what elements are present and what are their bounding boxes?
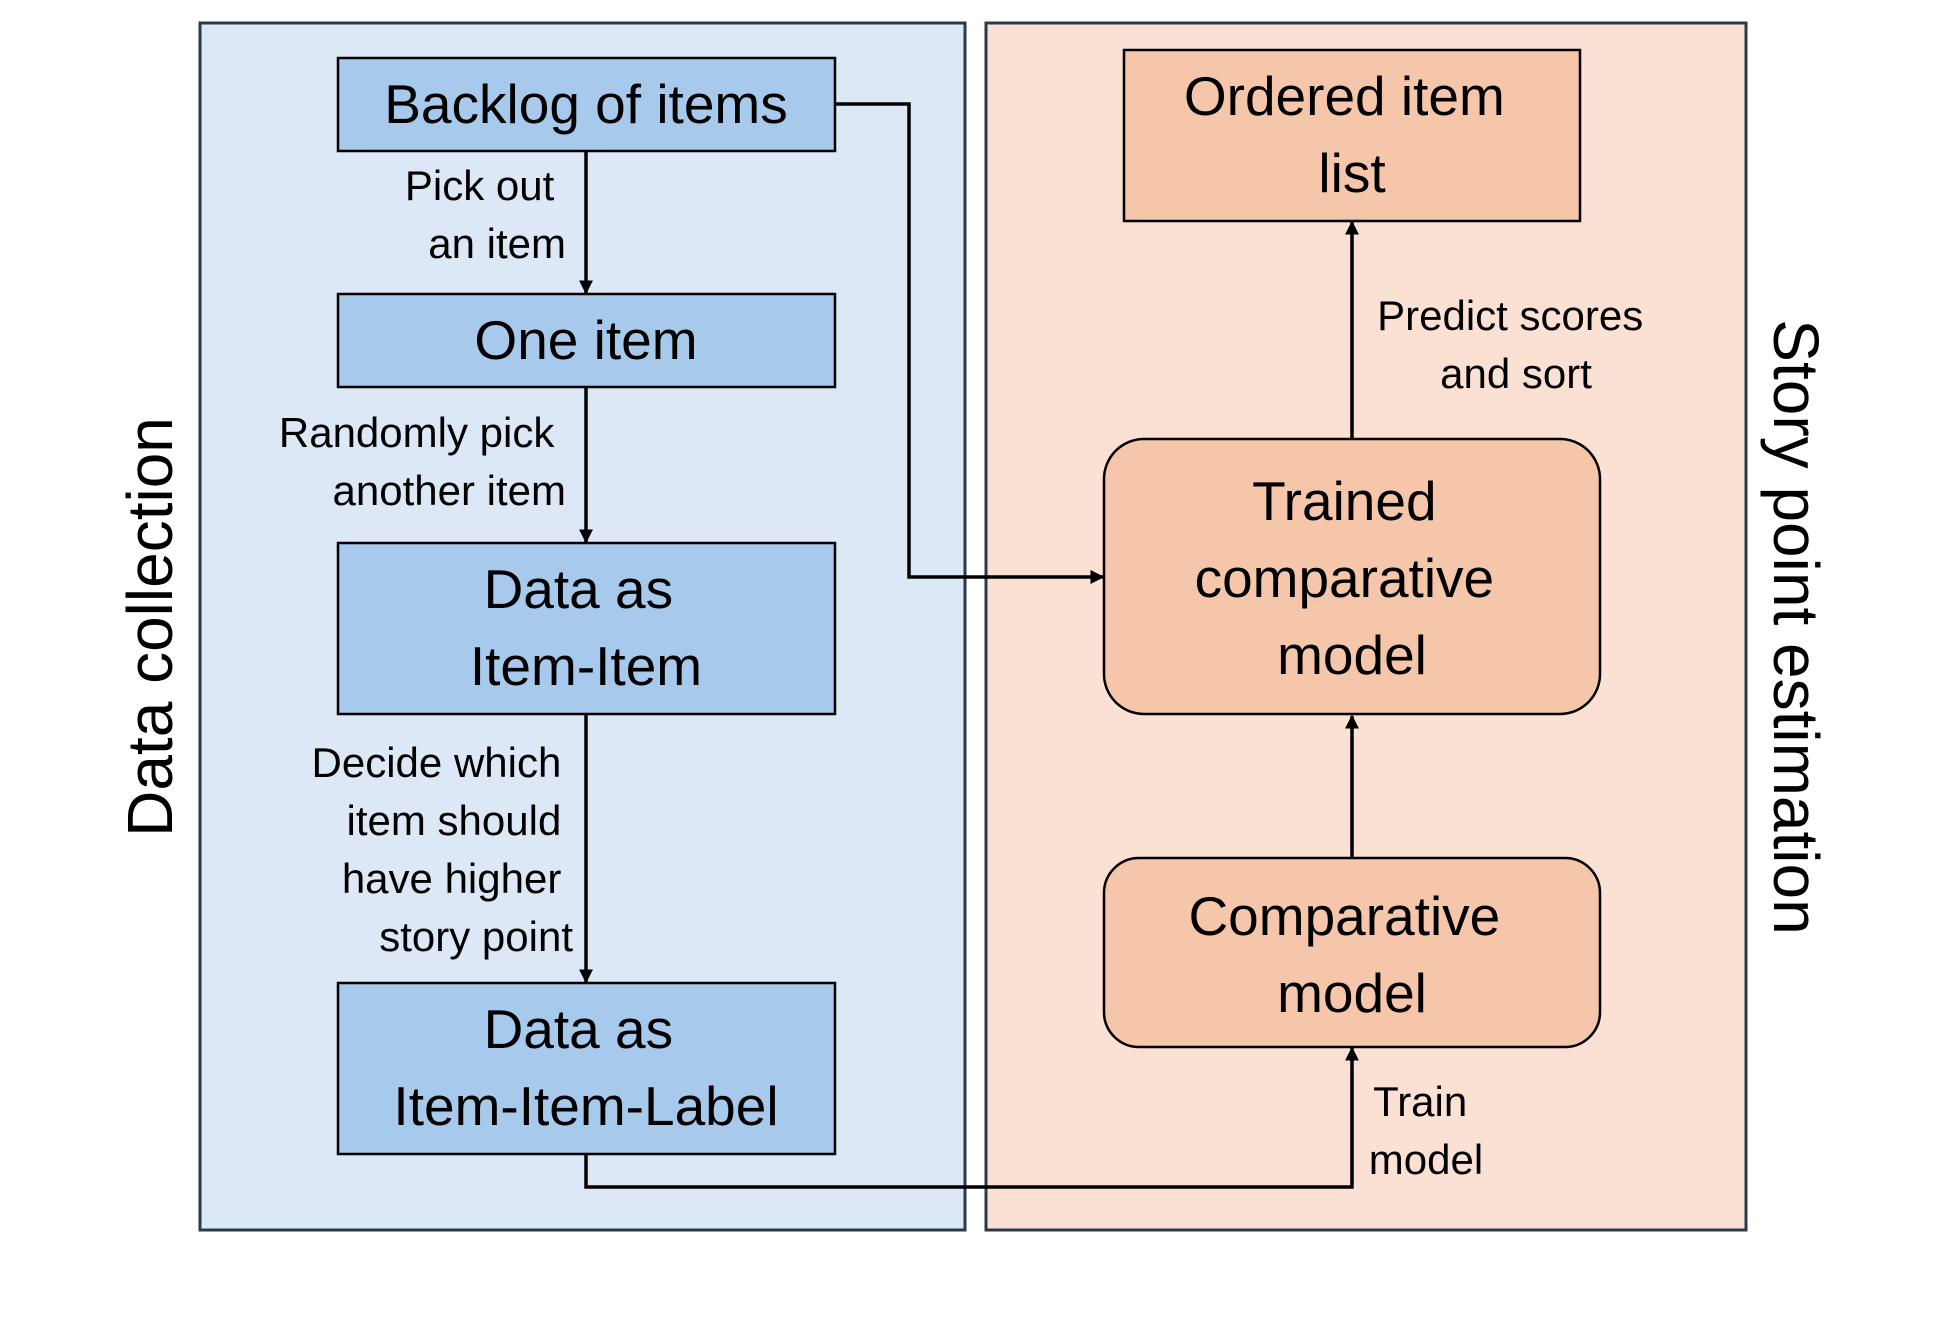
edge-label-line: Predict scores [1377,292,1643,339]
comparative-model-line: model [1277,962,1427,1024]
comparative-model-node-label: Comparative model [1188,885,1515,1024]
edge-label-line: another item [333,467,566,514]
item-item-line: Item-Item [470,635,702,697]
trained-model-line: comparative [1195,547,1495,609]
edge-label-line: story point [379,913,573,960]
one-item-node [336,292,837,389]
item-item-label-node-label: Data as Item-Item-Label [393,998,778,1137]
ordered-list-node [1122,48,1582,223]
edge-label-line: an item [428,220,566,267]
item-item-label-line: Data as [484,998,674,1060]
edge-label-train: Train model [1369,1078,1483,1183]
edge-label-line: item should [347,797,562,844]
edge-label-line: and sort [1440,350,1592,397]
edge-label-line: Pick out [405,162,555,209]
edge-backlog-to-trained-model [835,102,1105,584]
trained-model-line: model [1277,624,1427,686]
trained-model-line: Trained [1252,470,1436,532]
trained-model-node-label: Trained comparative model [1195,470,1510,686]
item-item-label-node [336,981,837,1156]
item-item-label-line: Item-Item-Label [393,1075,778,1137]
item-item-line: Data as [484,558,674,620]
edge-label-line: Randomly pick [279,409,555,456]
edge-label-decide: Decide which item should have higher sto… [312,739,574,960]
item-item-node [336,541,837,716]
backlog-node-label: Backlog of items [384,73,788,135]
edge-label-pick-out: Pick out an item [405,162,566,267]
comparative-model-line: Comparative [1188,885,1500,947]
edge-label-to-comparative-model [584,1046,1359,1189]
ordered-list-line: list [1318,142,1385,204]
data-collection-label: Data collection [114,417,186,837]
ordered-list-line: Ordered item [1184,65,1505,127]
edge-label-predict: Predict scores and sort [1377,292,1655,397]
edge-label-line: have higher [342,855,562,902]
backlog-node [336,56,837,153]
edge-label-randomly-pick: Randomly pick another item [279,409,566,514]
edge-label-line: model [1369,1136,1483,1183]
story-point-estimation-label: Story point estimation [1760,319,1832,934]
edge-label-line: Decide which [312,739,562,786]
edge-label-line: Train [1373,1078,1467,1125]
ordered-list-node-label: Ordered item list [1184,65,1520,204]
one-item-node-label: One item [474,309,697,371]
item-item-node-label: Data as Item-Item [470,558,702,697]
